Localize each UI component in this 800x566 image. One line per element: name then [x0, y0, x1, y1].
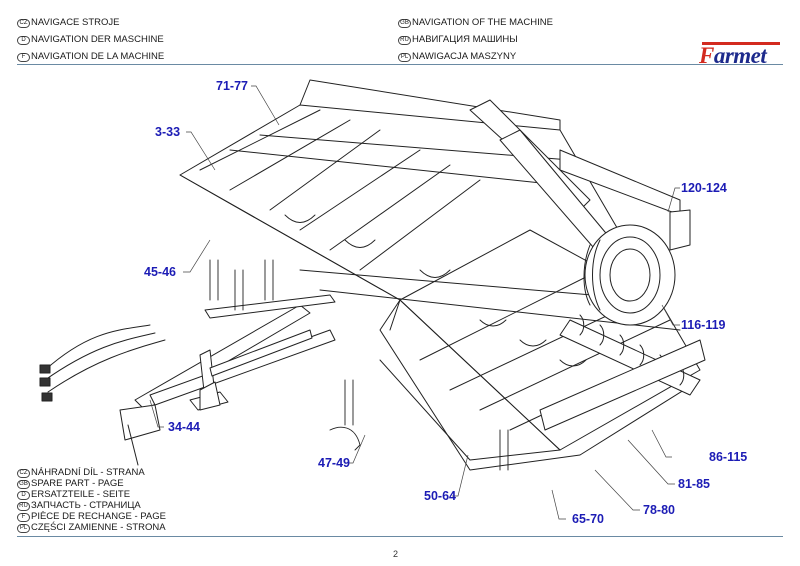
lang-badge-cz: CZ	[17, 19, 30, 28]
callout-50-64[interactable]: 50-64	[424, 489, 456, 503]
callout-71-77[interactable]: 71-77	[216, 79, 248, 93]
lang-badge-pl: PL	[398, 53, 411, 62]
callout-34-44[interactable]: 34-44	[168, 420, 200, 434]
lang-badge-cz: CZ	[17, 469, 30, 478]
lang-badge-pl: PL	[17, 524, 30, 533]
rollers	[539, 314, 706, 431]
transport-wheel	[583, 224, 676, 326]
lang-badge-gb: GB	[398, 19, 411, 28]
callout-120-124[interactable]: 120-124	[681, 181, 727, 195]
footer-divider	[17, 536, 783, 537]
lang-badge-f: F	[17, 513, 30, 522]
farmet-logo: Farmet	[699, 35, 782, 68]
lang-badge-gb: GB	[17, 480, 30, 489]
callout-81-85[interactable]: 81-85	[678, 477, 710, 491]
callout-116-119[interactable]: 116-119	[681, 318, 726, 332]
lang-badge-ru: RU	[398, 36, 411, 45]
lang-badge-f: F	[17, 53, 30, 62]
lang-badge-d: D	[17, 36, 30, 45]
tines	[209, 214, 587, 471]
frame	[179, 79, 701, 471]
callout-47-49[interactable]: 47-49	[318, 456, 350, 470]
callout-45-46[interactable]: 45-46	[144, 265, 176, 279]
logo-text: Farmet	[699, 43, 767, 68]
callout-65-70[interactable]: 65-70	[572, 512, 604, 526]
callout-86-115[interactable]: 86-115	[709, 450, 748, 464]
lang-badge-ru: RU	[17, 502, 30, 511]
callout-78-80[interactable]: 78-80	[643, 503, 675, 517]
callout-3-33[interactable]: 3-33	[155, 125, 181, 139]
drawbar	[39, 294, 336, 466]
header-divider	[17, 64, 783, 65]
lang-badge-d: D	[17, 491, 30, 500]
logo-bar	[702, 42, 780, 45]
leader-lines	[149, 85, 680, 520]
machine-drawing	[39, 79, 706, 520]
page-number: 2	[393, 549, 399, 559]
light-bracket	[669, 209, 691, 251]
